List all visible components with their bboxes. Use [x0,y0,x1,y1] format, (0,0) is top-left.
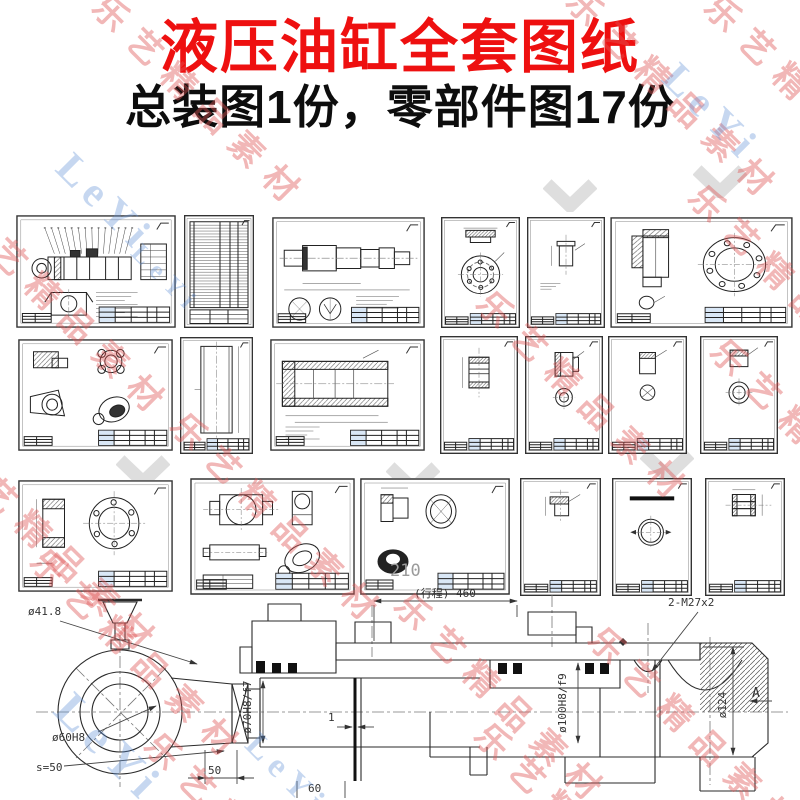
dim-eye-bore: ø60H8 [52,731,85,744]
page-subtitle: 总装图1份，零部件图17份 [125,80,675,133]
sheet-svg-seal-ring [700,336,778,454]
sheet-assembly-drawing [16,215,176,328]
dim-60: 60 [308,782,321,795]
sheet-svg-bushing [608,336,687,454]
sheet-seal-ring [700,336,778,454]
sheet-rod-eye [18,339,173,451]
main-assembly-drawing: ø41.8 ø60H8 s=50 50 ø70H8/f7 ø100H8/f9 (… [0,585,800,800]
dim-stroke: (行程) 460 [414,587,476,600]
sheet-svg-end-cover-flange [441,217,520,328]
sheet-svg-pin-bush [527,217,605,328]
dim-eye-width: s=50 [36,761,63,774]
dim-cap-dia: ø124 [716,691,729,718]
sheet-pin-bush [527,217,605,328]
sheet-wiper-rod [612,478,692,596]
sheet-svg-assembly-drawing [16,215,176,328]
sheet-svg-cylinder-barrel [270,339,425,451]
sheet-svg-piston-rod [272,217,425,328]
sheet-bushing [608,336,687,454]
sheet-svg-wiper-rod [612,478,692,596]
sheet-svg-cylinder-tube [180,337,253,454]
sheet-guide-sleeve [610,217,793,328]
grease-nipple-icon [98,600,142,649]
sheet-svg-gland-sleeve [525,336,603,454]
sheet-svg-rod-eye [18,339,173,451]
sheet-parts-list [184,215,254,328]
dim-port-thread: 2-M27x2 [668,596,714,609]
dim-1: 1 [328,711,335,724]
sheet-svg-piston [440,336,518,454]
sheet-piston-rod [272,217,425,328]
sheet-spacer-flange [18,480,173,592]
sheet-stepped-bushing [520,478,601,596]
dim-bore-fit: ø100H8/f9 [556,673,569,733]
header: 液压油缸全套图纸 总装图1份，零部件图17份 [0,15,800,133]
sheet-collar-ring [360,478,510,595]
sheet-gland-sleeve [525,336,603,454]
hydraulic-cylinder-section: ø41.8 ø60H8 s=50 50 ø70H8/f7 ø100H8/f9 (… [28,587,800,800]
dim-eye-outer: ø41.8 [28,605,61,618]
sheet-trunnion-body [190,478,355,595]
sheet-svg-trunnion-body [190,478,355,595]
dim-rod-fit: ø70H8/f7 [241,681,254,734]
sheet-svg-parts-list [184,215,254,328]
dim-50: 50 [208,764,221,777]
rod-eye-view [58,650,232,774]
dim-210-label: 210 [390,561,421,581]
sheet-piston [440,336,518,454]
sheet-svg-ring-stack [705,478,785,596]
sheet-ring-stack [705,478,785,596]
sheet-svg-stepped-bushing [520,478,601,596]
section-mark-a: A [752,686,760,701]
sheet-cylinder-barrel [270,339,425,451]
sheet-svg-spacer-flange [18,480,173,592]
page-title: 液压油缸全套图纸 [159,15,640,80]
sheet-end-cover-flange [441,217,520,328]
sheet-svg-collar-ring [360,478,510,595]
sheet-svg-guide-sleeve [610,217,793,328]
sheet-cylinder-tube [180,337,253,454]
